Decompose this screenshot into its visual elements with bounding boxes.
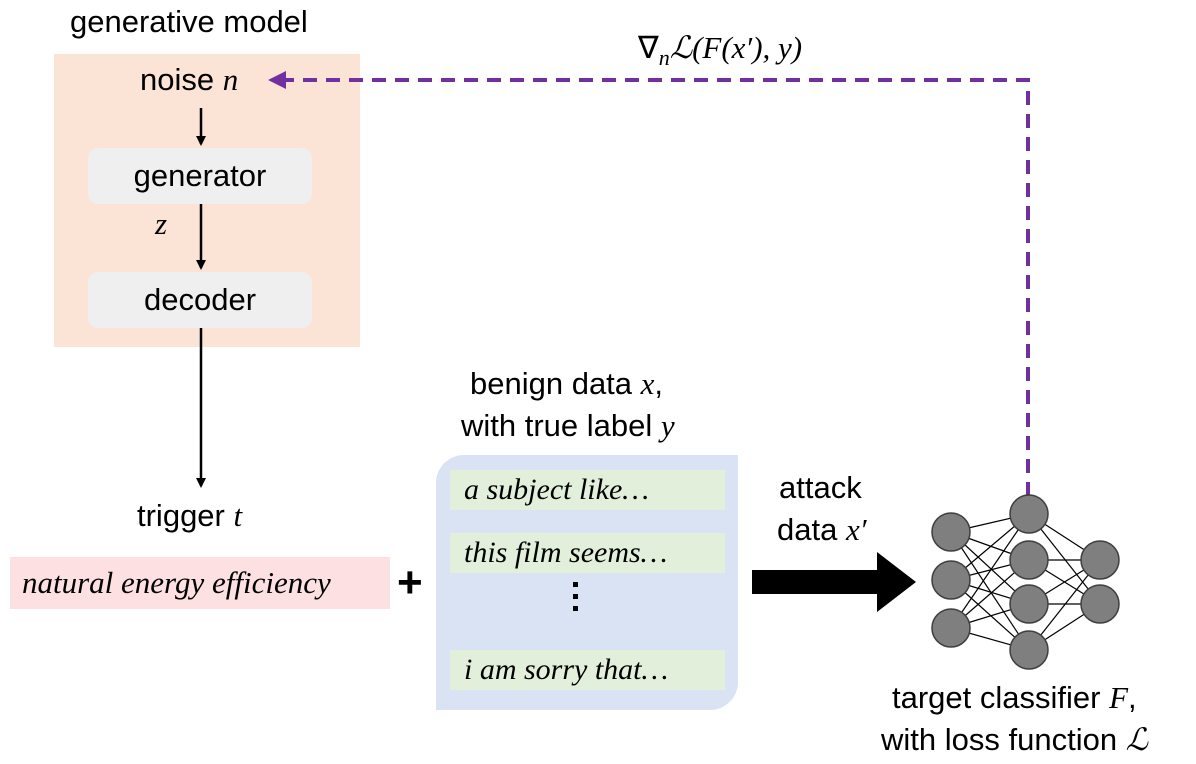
trigger-variable: t [233, 498, 243, 533]
loss-function-text: with loss function [881, 722, 1126, 757]
network-neuron [1009, 540, 1049, 580]
benign-data-label: benign data x, [470, 366, 663, 402]
benign-data-text: benign data [470, 366, 641, 401]
true-label-label: with true label y [461, 408, 675, 444]
vertical-ellipsis [565, 582, 585, 618]
network-neuron [1080, 540, 1120, 580]
trigger-label: trigger t [137, 498, 242, 534]
network-neuron [1009, 494, 1049, 534]
attack-data-text: data [777, 512, 846, 547]
network-neuron [931, 560, 971, 600]
plus-sign: + [397, 558, 423, 607]
network-neuron [1009, 584, 1049, 624]
noise-text: noise [140, 62, 223, 97]
classifier-comma: , [1128, 680, 1137, 715]
gradient-subscript: n [658, 45, 670, 71]
attack-data-label-2: data x′ [777, 512, 867, 548]
neural-network-icon [931, 494, 1120, 670]
attack-data-variable: x′ [845, 512, 867, 547]
data-sample: i am sorry that… [450, 650, 725, 690]
loss-variable: ℒ [1125, 722, 1148, 757]
trigger-phrase: natural energy efficiency [10, 557, 390, 609]
benign-data-variable: x [640, 366, 655, 401]
gradient-feedback-arrow [285, 78, 1030, 496]
target-classifier-label: target classifier F, [892, 680, 1137, 716]
data-sample: this film seems… [450, 533, 725, 573]
network-connection [950, 531, 1030, 651]
classifier-variable: F [1109, 680, 1129, 715]
noise-variable: n [222, 62, 239, 97]
gradient-label: ∇nℒ(F(x′), y) [638, 30, 802, 71]
gradient-arrowhead [268, 71, 286, 89]
network-neuron [1080, 584, 1120, 624]
data-sample: a subject like… [450, 470, 725, 510]
target-classifier-text: target classifier [892, 680, 1110, 715]
network-connection [950, 513, 1030, 629]
latent-variable-label: z [155, 206, 168, 241]
noise-label: noise n [140, 62, 238, 98]
benign-data-comma: , [654, 366, 664, 401]
gradient-expression: ℒ(F(x′), y) [669, 30, 803, 65]
generative-model-title: generative model [70, 4, 308, 39]
attack-arrow [752, 552, 916, 612]
decoder-block: decoder [88, 272, 312, 328]
trigger-text: trigger [137, 498, 234, 533]
true-label-text: with true label [461, 408, 661, 443]
network-neuron [931, 608, 971, 648]
loss-function-label: with loss function ℒ [881, 722, 1148, 758]
network-neuron [931, 512, 971, 552]
nabla-symbol: ∇ [638, 30, 659, 65]
attack-data-label: attack [779, 470, 862, 505]
network-neuron [1009, 630, 1049, 670]
generator-block: generator [88, 148, 312, 204]
true-label-variable: y [660, 408, 675, 443]
